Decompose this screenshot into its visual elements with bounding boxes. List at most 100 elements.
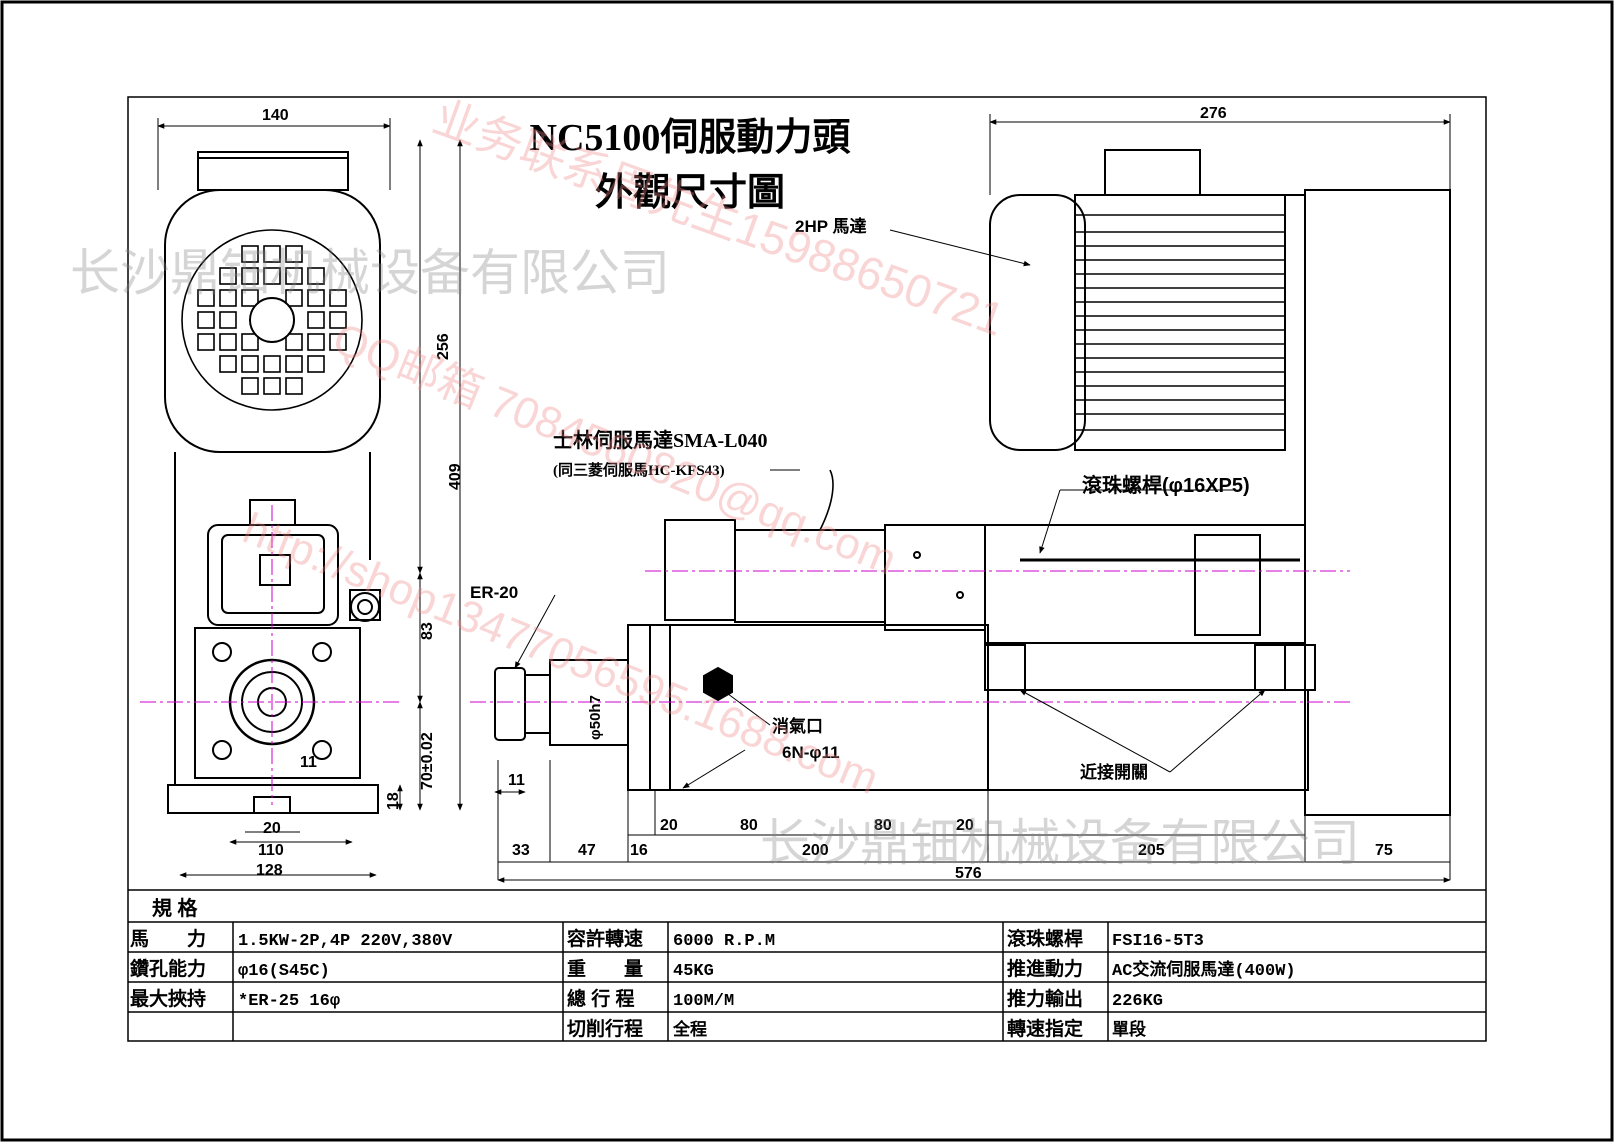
- vent-slot: [285, 377, 303, 395]
- motor-fan-cover: [164, 189, 381, 453]
- dim-409: 409: [447, 463, 464, 490]
- motor-junction-box: [1104, 149, 1201, 195]
- dim-110: 110: [258, 842, 284, 859]
- vent-slot: [263, 245, 281, 263]
- vent-slot: [241, 377, 259, 395]
- prox-switch-1: [984, 644, 1026, 691]
- callout-shaft-dia: φ50h7: [587, 695, 604, 740]
- spec-label: 最大挾持: [130, 987, 206, 1010]
- slide-frame: [984, 524, 1306, 644]
- spec-label: 容許轉速: [567, 927, 643, 950]
- vent-slot: [285, 333, 303, 351]
- vent-slot: [241, 289, 259, 307]
- watermark-email: QQ邮箱 7084560820@qq.com: [326, 314, 903, 585]
- watermark-url: http://shop13477056595.1688.com: [236, 504, 885, 804]
- callout-muffler: 消氣口: [772, 716, 823, 736]
- dim-11-right: 11: [508, 772, 525, 789]
- spec-value: 單段: [1112, 1019, 1146, 1041]
- vent-slot: [263, 355, 281, 373]
- leader-lines: [514, 229, 1266, 789]
- drawing-title: NC5100伺服動力頭 外觀尺寸圖: [530, 117, 852, 214]
- spec-label: 鑽孔能力: [130, 957, 206, 980]
- dim-70: 70±0.02: [419, 732, 436, 790]
- motor-body: [1074, 194, 1286, 451]
- gearbox-body: [194, 627, 361, 779]
- dim-80-a: 80: [740, 817, 758, 834]
- vent-slot: [263, 377, 281, 395]
- callout-holes: 6N-φ11: [782, 743, 840, 762]
- spec-value: 100M/M: [673, 992, 734, 1011]
- watermark-company-1: 长沙鼎钿机械设备有限公司: [70, 245, 670, 301]
- vent-slot: [307, 333, 325, 351]
- callout-proximity: 近接開關: [1080, 762, 1148, 782]
- spec-value: 226KG: [1112, 992, 1163, 1011]
- dim-576: 576: [955, 865, 982, 882]
- vent-slot: [197, 289, 215, 307]
- spec-label: 滾珠螺桿: [1007, 927, 1083, 950]
- callout-servo: 士林伺服馬達SMA-L040: [553, 428, 767, 452]
- servo-connector: [664, 519, 736, 621]
- dim-140: 140: [262, 107, 289, 124]
- title-line1: NC5100伺服動力頭: [530, 117, 852, 159]
- vent-slot: [307, 355, 325, 373]
- dim-276: 276: [1200, 105, 1227, 122]
- vent-slot: [285, 267, 303, 285]
- side-view: [164, 151, 381, 814]
- motor-cap: [197, 151, 349, 191]
- dimension-lines-right: [494, 114, 1451, 883]
- collet-nut: [494, 667, 526, 741]
- callout-ballscrew: 滾珠螺桿(φ16XP5): [1082, 473, 1250, 497]
- vent-slot: [329, 289, 347, 307]
- callout-motor: 2HP 馬達: [795, 217, 867, 236]
- watermark-company-2: 长沙鼎钿机械设备有限公司: [760, 815, 1360, 871]
- spec-label: 重 量: [567, 958, 643, 980]
- title-line2: 外觀尺寸圖: [595, 172, 785, 214]
- vent-slot: [197, 311, 215, 329]
- callout-servo-alt: (同三菱伺服馬HC-KFS43): [553, 461, 725, 479]
- spec-value: 45KG: [673, 962, 714, 981]
- dim-128: 128: [256, 862, 283, 879]
- vent-slot: [285, 355, 303, 373]
- dim-20-right-a: 20: [660, 817, 678, 834]
- spec-value: AC交流伺服馬達(400W): [1112, 959, 1296, 981]
- vent-slot: [219, 355, 237, 373]
- vent-slot: [219, 333, 237, 351]
- callout-labels: 2HP 馬達 士林伺服馬達SMA-L040 (同三菱伺服馬HC-KFS43) 滾…: [470, 217, 1250, 782]
- vent-grid: [181, 229, 363, 411]
- prox-switch-3: [1284, 644, 1316, 691]
- spec-label: 總 行 程: [567, 987, 635, 1010]
- motor-end-cap: [989, 194, 1086, 451]
- vent-slot: [329, 333, 347, 351]
- spec-label: 推力輸出: [1007, 987, 1083, 1010]
- dimension-lines-left: [157, 118, 463, 878]
- spec-value: 1.5KW-2P,4P 220V,380V: [238, 932, 453, 951]
- vent-slot: [219, 311, 237, 329]
- spec-label: 切削行程: [567, 1017, 643, 1040]
- column-plate: [1304, 189, 1451, 816]
- dim-11-left: 11: [300, 754, 317, 771]
- dim-20-left: 20: [263, 820, 281, 837]
- callout-collet: ER-20: [470, 583, 518, 602]
- spec-value: 全程: [672, 1019, 707, 1041]
- dimension-labels-right: 276 11 33 47 16 20 80 200 80 20 205 75 5…: [508, 105, 1393, 882]
- front-view: [494, 149, 1451, 816]
- dim-33: 33: [512, 842, 530, 859]
- spec-value: φ16(S45C): [238, 962, 330, 981]
- dim-75: 75: [1375, 842, 1393, 859]
- dim-20-right-b: 20: [956, 817, 974, 834]
- vent-slot: [241, 333, 259, 351]
- spec-value: FSI16-5T3: [1112, 932, 1204, 951]
- spec-value: *ER-25 16φ: [238, 992, 340, 1011]
- servo-housing: [207, 524, 339, 626]
- vent-slot: [307, 267, 325, 285]
- vent-slot: [285, 245, 303, 263]
- vent-slot: [241, 355, 259, 373]
- vent-slot: [197, 333, 215, 351]
- center-lines-right: [470, 570, 1350, 703]
- spec-label: 馬 力: [130, 927, 206, 950]
- dimension-labels-left: 140 256 409 83 70±0.02 18 11 20 110 128: [256, 107, 464, 879]
- center-lines-left: [140, 505, 400, 805]
